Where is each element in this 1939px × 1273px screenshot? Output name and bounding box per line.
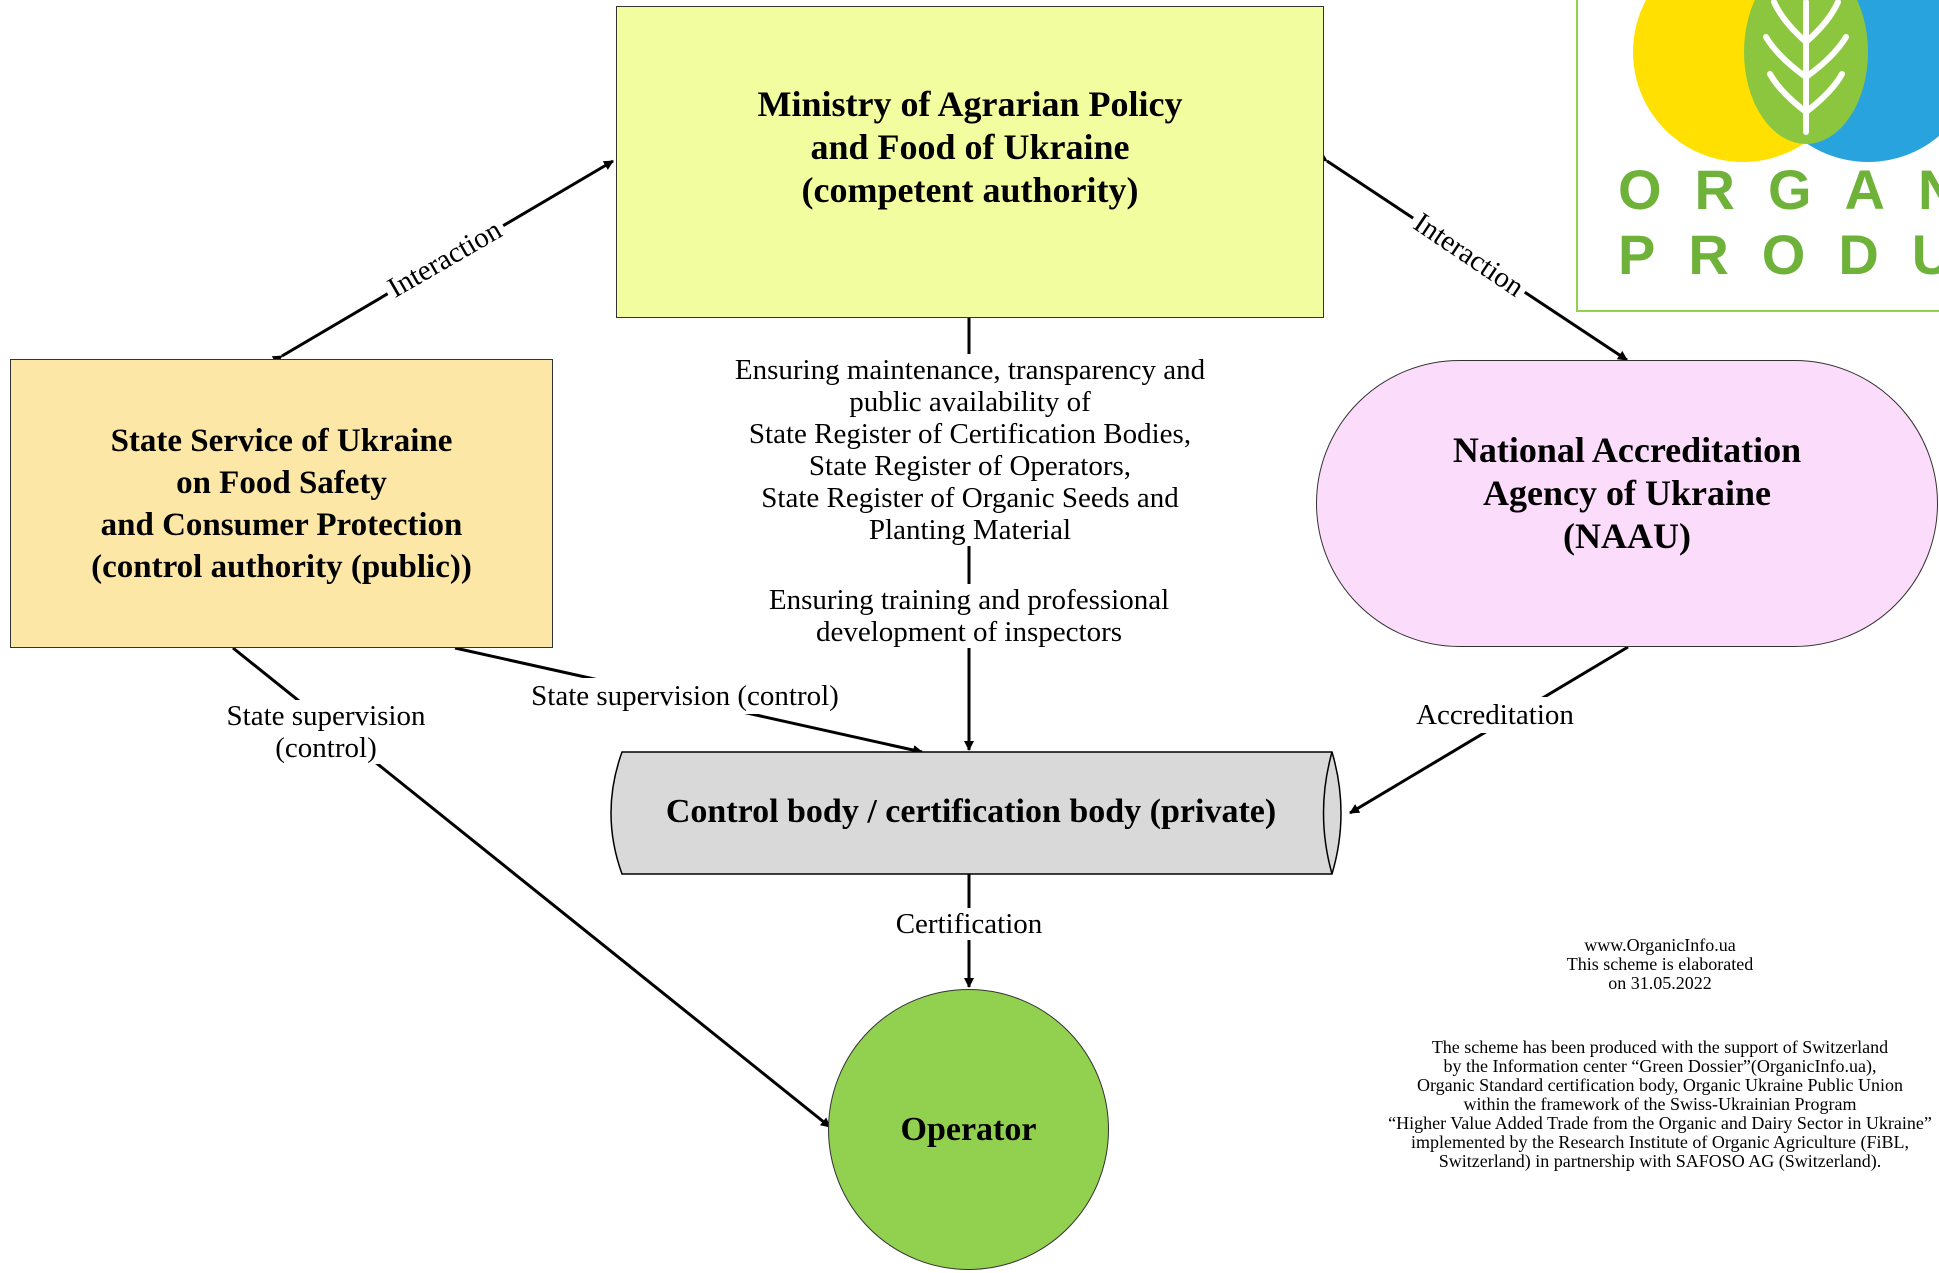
training-line-1: Ensuring training and professional bbox=[768, 584, 1170, 616]
state-service-node: State Service of Ukraine on Food Safety … bbox=[10, 359, 553, 648]
supervision-left-line-2: (control) bbox=[275, 732, 377, 764]
ministry-duties-label: Ensuring maintenance, transparency and p… bbox=[690, 354, 1250, 546]
state-service-line-3: and Consumer Protection bbox=[100, 506, 463, 543]
duties-line-5: State Register of Organic Seeds and bbox=[761, 482, 1179, 514]
duties-line-6: Planting Material bbox=[868, 514, 1072, 546]
naau-line-1: National Accreditation bbox=[1452, 430, 1802, 470]
state-service-line-1: State Service of Ukraine bbox=[110, 422, 453, 459]
naau-line-3: (NAAU) bbox=[1563, 516, 1691, 556]
support-line-7: Switzerland) in partnership with SAFOSO … bbox=[1438, 1151, 1882, 1171]
logo-text-line-1: ORGANI bbox=[1618, 158, 1939, 221]
support-line-3: Organic Standard certification body, Org… bbox=[1416, 1075, 1904, 1095]
ministry-line-3: (competent authority) bbox=[801, 169, 1139, 210]
logo-text-line-2: PRODUC bbox=[1618, 223, 1939, 286]
ministry-node: Ministry of Agrarian Policy and Food of … bbox=[616, 6, 1324, 318]
site-credit-line-3: on 31.05.2022 bbox=[1608, 973, 1712, 993]
supervision-center-label: State supervision (control) bbox=[510, 678, 860, 714]
state-service-line-4: (control authority (public)) bbox=[91, 548, 472, 585]
support-line-2: by the Information center “Green Dossier… bbox=[1443, 1056, 1877, 1076]
site-credit: www.OrganicInfo.ua This scheme is elabor… bbox=[1490, 936, 1830, 993]
accreditation-label: Accreditation bbox=[1395, 697, 1595, 733]
ministry-line-2: and Food of Ukraine bbox=[810, 126, 1130, 167]
duties-line-3: State Register of Certification Bodies, bbox=[748, 418, 1192, 450]
control-body-node: Control body / certification body (priva… bbox=[604, 750, 1338, 874]
control-body-label: Control body / certification body (priva… bbox=[665, 793, 1277, 830]
site-credit-line-1: www.OrganicInfo.ua bbox=[1584, 935, 1736, 955]
duties-line-1: Ensuring maintenance, transparency and bbox=[734, 354, 1206, 386]
certification-label: Certification bbox=[879, 908, 1059, 940]
support-line-1: The scheme has been produced with the su… bbox=[1431, 1037, 1889, 1057]
state-service-line-2: on Food Safety bbox=[176, 464, 387, 501]
operator-node: Operator bbox=[828, 989, 1109, 1270]
naau-line-2: Agency of Ukraine bbox=[1483, 473, 1771, 513]
duties-line-2: public availability of bbox=[849, 386, 1091, 418]
supervision-left-label: State supervision (control) bbox=[196, 700, 456, 764]
support-line-6: implemented by the Research Institute of… bbox=[1410, 1132, 1910, 1152]
training-line-2: development of inspectors bbox=[815, 616, 1123, 648]
duties-line-4: State Register of Operators, bbox=[808, 450, 1132, 482]
support-credit: The scheme has been produced with the su… bbox=[1330, 1038, 1939, 1171]
naau-node: National Accreditation Agency of Ukraine… bbox=[1316, 360, 1938, 647]
control-body-cylinder bbox=[610, 751, 1342, 875]
support-line-5: “Higher Value Added Trade from the Organ… bbox=[1388, 1113, 1932, 1133]
training-label: Ensuring training and professional devel… bbox=[724, 584, 1214, 648]
ministry-line-1: Ministry of Agrarian Policy bbox=[757, 83, 1183, 124]
logo-emblem-icon bbox=[1633, 0, 1939, 162]
supervision-left-line-1: State supervision bbox=[226, 700, 426, 732]
organic-product-logo: ORGANI PRODUC bbox=[1576, 0, 1939, 312]
operator-label: Operator bbox=[900, 1110, 1037, 1148]
site-credit-line-2: This scheme is elaborated bbox=[1566, 954, 1754, 974]
support-line-4: within the framework of the Swiss-Ukrain… bbox=[1463, 1094, 1857, 1114]
